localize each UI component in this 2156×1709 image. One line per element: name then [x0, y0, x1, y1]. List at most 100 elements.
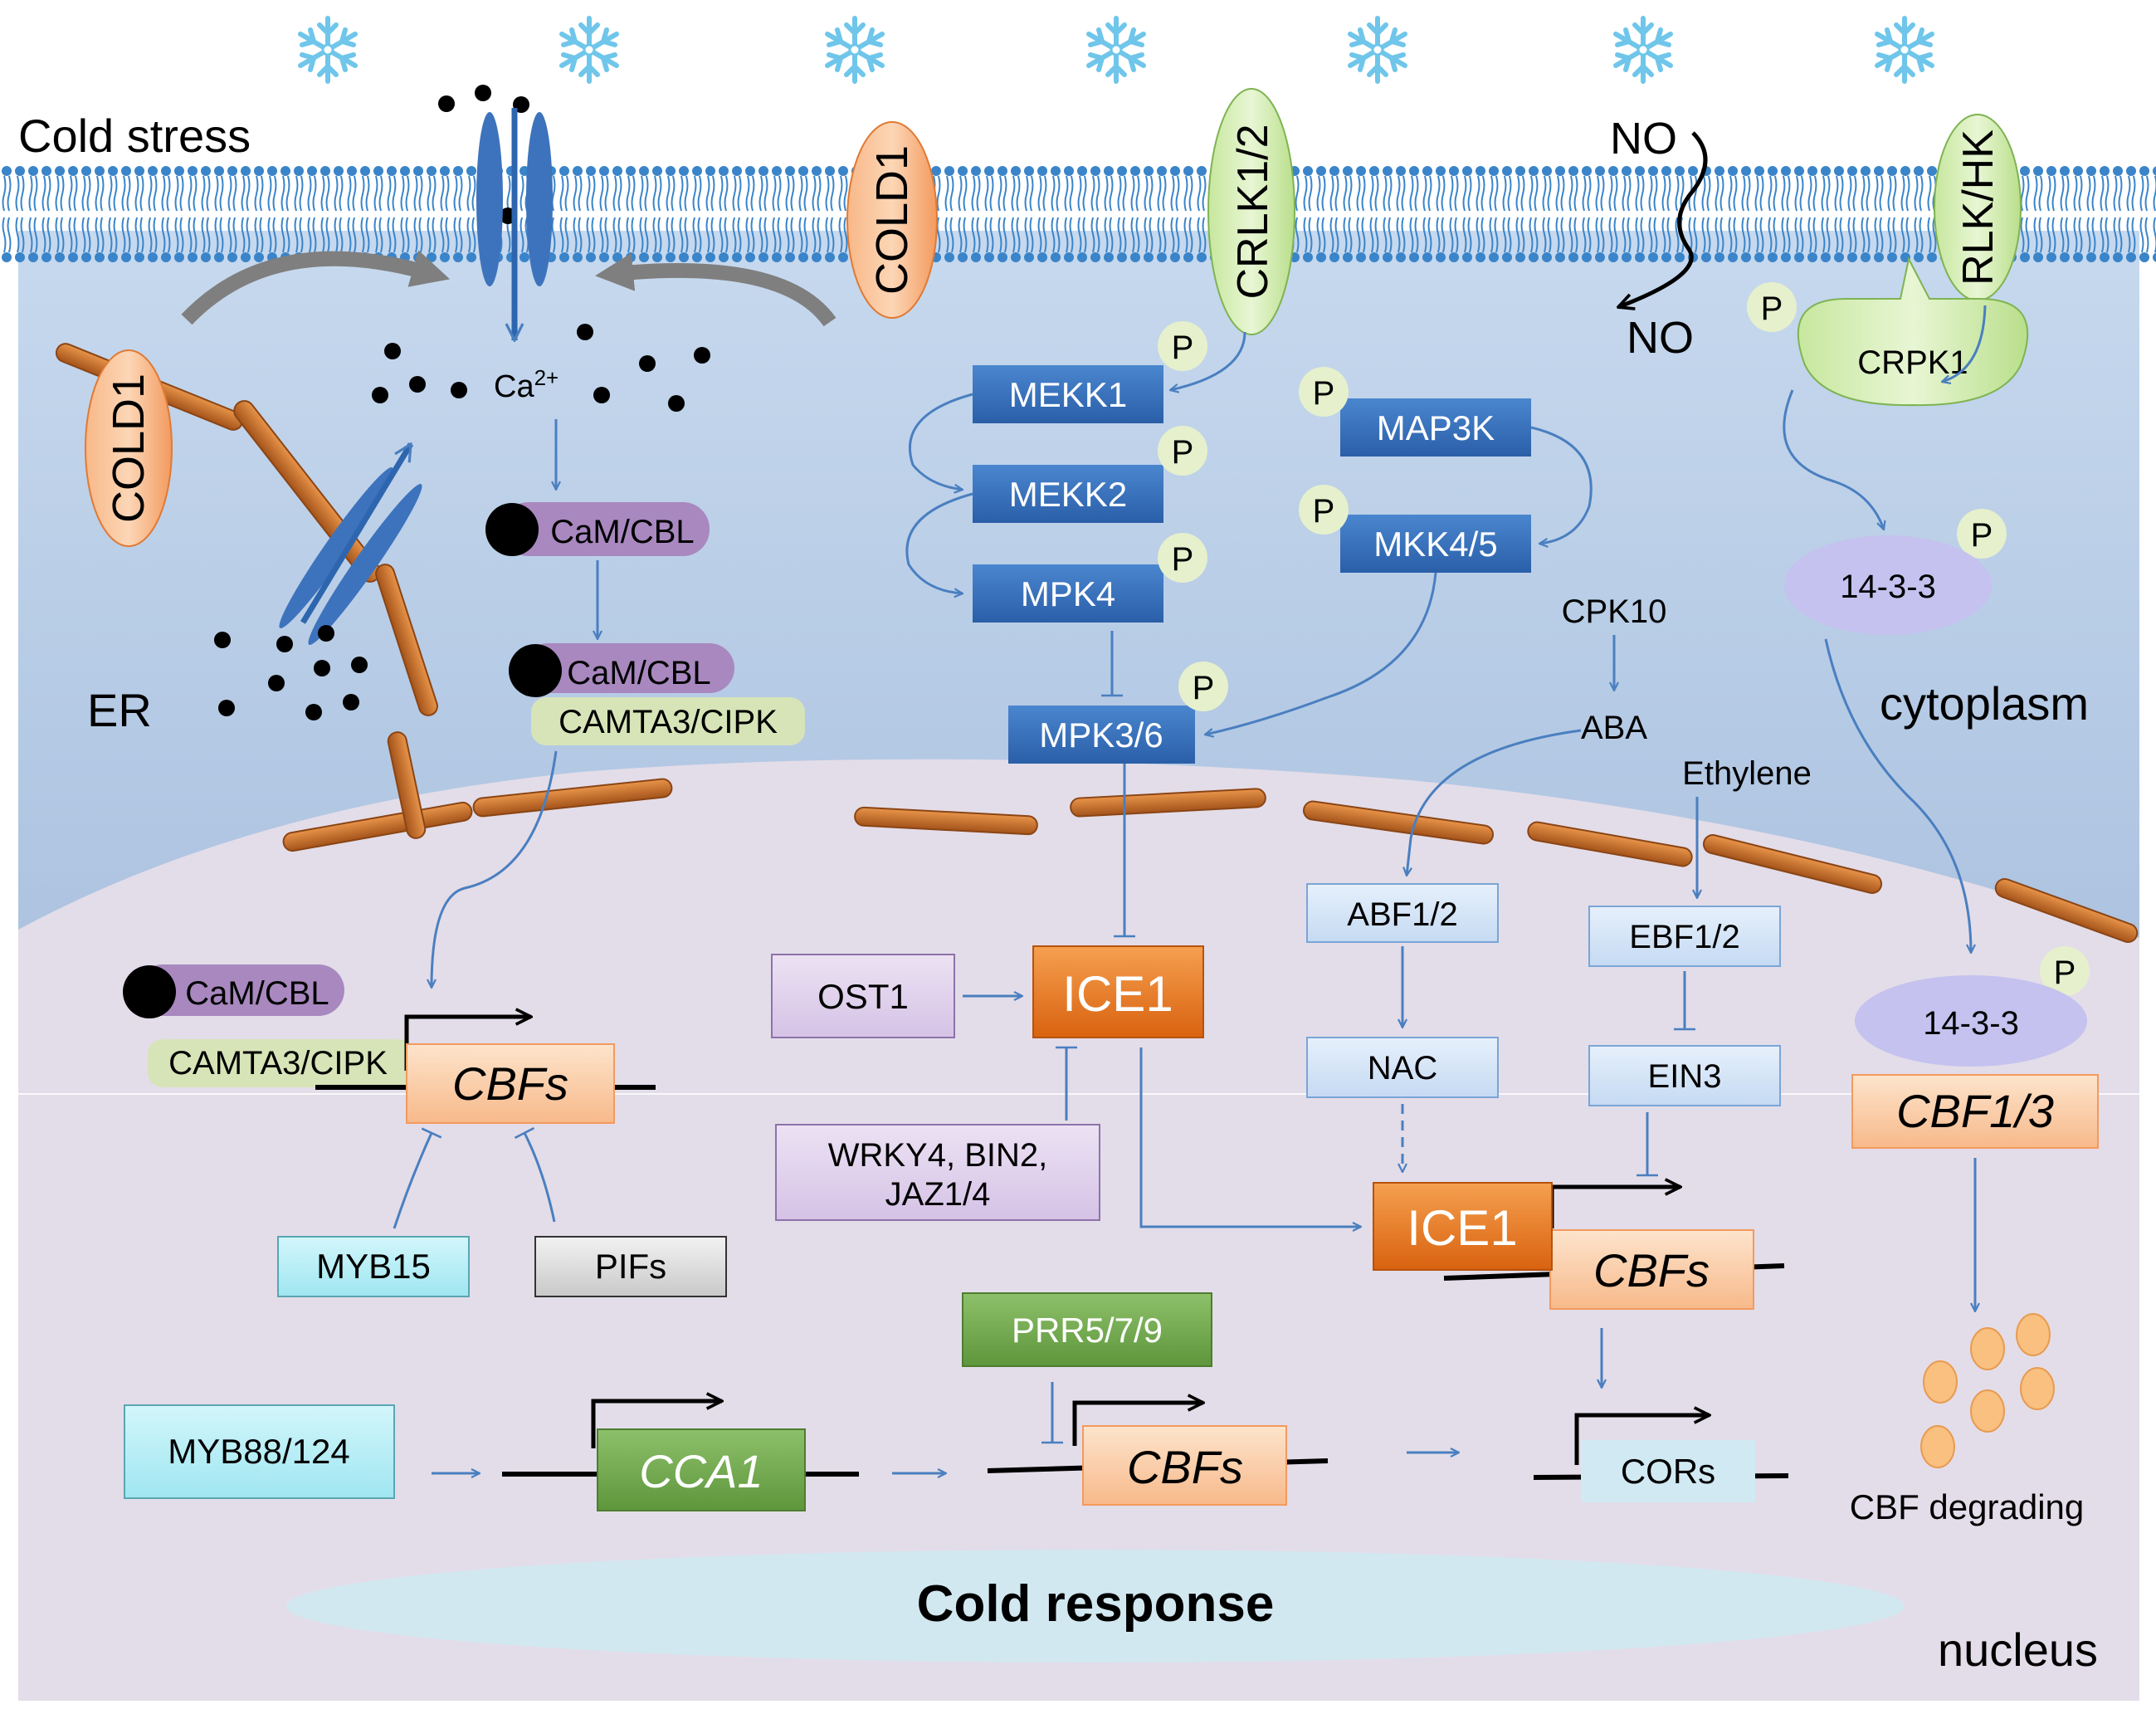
svg-text:14-3-3: 14-3-3 — [1840, 569, 1936, 605]
svg-text:EIN3: EIN3 — [1648, 1058, 1722, 1095]
ein3-box: EIN3 — [1588, 1045, 1781, 1106]
arrow-mekk2-to-mpk4 — [905, 492, 973, 593]
er-calcium-channel — [279, 444, 422, 645]
phospho-1433-top: P — [1957, 509, 2007, 559]
svg-text:P: P — [1971, 517, 1993, 554]
svg-text:MPK4: MPK4 — [1021, 574, 1115, 613]
pifs-box: PIFs — [534, 1236, 727, 1297]
mpk36-box: MPK3/6 — [1008, 706, 1195, 764]
arrow-ice1-to-ice1b — [1139, 1047, 1361, 1227]
crpk1-kinase: CRPK1 — [1797, 256, 2029, 407]
nuclear-envelope — [282, 778, 2139, 944]
arrow-rlk-to-crpk1 — [1942, 305, 1987, 382]
cpk10-label: CPK10 — [1562, 593, 1667, 630]
snowflake-icon — [562, 18, 617, 81]
phospho-mekk2: P — [1158, 426, 1207, 476]
svg-text:CBFs: CBFs — [452, 1057, 568, 1110]
svg-text:CCA1: CCA1 — [639, 1445, 763, 1497]
phospho-mkk45: P — [1299, 485, 1349, 535]
svg-text:CORs: CORs — [1621, 1452, 1715, 1491]
svg-text:PRR5/7/9: PRR5/7/9 — [1012, 1311, 1163, 1350]
svg-text:P: P — [1193, 670, 1215, 706]
no-label-top: NO — [1610, 114, 1677, 164]
mekk1-box: MEKK1 — [973, 365, 1163, 423]
ebf-box: EBF1/2 — [1588, 906, 1781, 967]
arrow-mkk45-to-mpk36 — [1205, 572, 1437, 735]
calcium-dots-er — [214, 625, 368, 720]
myb88-box: MYB88/124 — [124, 1404, 395, 1499]
snowflake-icon — [1089, 18, 1144, 81]
cytoplasm-label: cytoplasm — [1880, 677, 2089, 730]
svg-text:CaM/CBL: CaM/CBL — [185, 975, 329, 1012]
svg-text:P: P — [1172, 434, 1194, 471]
phospho-crpk1: P — [1747, 282, 1797, 332]
svg-text:CRPK1: CRPK1 — [1857, 344, 1968, 381]
cam-cbl-complex-2: CaM/CBL CAMTA3/CIPK — [509, 643, 805, 745]
1433-bottom: 14-3-3 — [1855, 975, 2087, 1067]
no-diffusion-arrow — [1618, 131, 1708, 307]
svg-text:OST1: OST1 — [817, 977, 909, 1016]
calcium-label: Ca2+ — [494, 365, 559, 404]
svg-text:CaM/CBL: CaM/CBL — [550, 514, 694, 550]
arrow-crpk1-to-1433 — [1783, 389, 1884, 530]
cbfs-mid-promoter: CBFs — [1443, 1187, 1785, 1310]
svg-text:P: P — [1313, 375, 1335, 412]
phospho-circles: P P P P P P P P P — [1158, 282, 2090, 996]
cca1-promoter: CCA1 — [502, 1401, 859, 1511]
mpk4-box: MPK4 — [973, 564, 1163, 623]
arrow-crlk-to-mekk1 — [1170, 331, 1246, 390]
arrow-camta-to-cbfs — [432, 750, 558, 988]
ethylene-label: Ethylene — [1682, 755, 1812, 792]
svg-text:PIFs: PIFs — [595, 1247, 666, 1286]
er-label: ER — [87, 684, 152, 736]
svg-text:CBFs: CBFs — [1593, 1244, 1710, 1296]
1433-top: 14-3-3 — [1784, 535, 1992, 635]
svg-text:MYB88/124: MYB88/124 — [168, 1432, 349, 1471]
cbfs-left-promoter: CBFs — [315, 1017, 656, 1124]
crlk-receptor: CRLK1/2 — [1207, 88, 1295, 335]
ost1-box: OST1 — [771, 954, 955, 1038]
svg-text:ABF1/2: ABF1/2 — [1347, 896, 1457, 933]
inhibit-pifs-cbfs — [514, 1126, 556, 1223]
snowflake-icon — [1877, 18, 1932, 81]
svg-text:P: P — [2054, 955, 2076, 991]
plasma-membrane — [0, 163, 2156, 266]
rlk-receptor: RLK/HK — [1934, 114, 2022, 301]
svg-text:14-3-3: 14-3-3 — [1923, 1005, 2019, 1042]
degradation-dots — [1920, 1313, 2055, 1468]
phospho-mekk1: P — [1158, 321, 1207, 371]
calcium-channel — [476, 108, 553, 340]
cold1-er: COLD1 — [85, 349, 173, 547]
snowflake-icons — [300, 18, 1932, 81]
snowflake-icon — [1350, 18, 1405, 81]
prr-box: PRR5/7/9 — [962, 1292, 1212, 1367]
cbf13-box: CBF1/3 — [1851, 1074, 2099, 1149]
arrow-mekk1-to-mekk2 — [908, 393, 973, 490]
cold-response-ellipse — [286, 1550, 1905, 1663]
phospho-mpk4: P — [1158, 533, 1207, 583]
feedback-arrow-right — [595, 252, 837, 327]
phospho-mpk36: P — [1178, 662, 1228, 711]
svg-text:MPK3/6: MPK3/6 — [1039, 715, 1163, 754]
svg-text:COLD1: COLD1 — [104, 374, 154, 523]
snowflake-icon — [1616, 18, 1671, 81]
cold1-plasma-membrane: COLD1 — [846, 121, 938, 319]
svg-text:CAMTA3/CIPK: CAMTA3/CIPK — [168, 1045, 388, 1082]
svg-text:P: P — [1761, 291, 1783, 327]
svg-text:COLD1: COLD1 — [867, 145, 917, 295]
feedback-arrow-left — [181, 250, 451, 325]
svg-text:P: P — [1313, 493, 1335, 530]
abf-box: ABF1/2 — [1306, 883, 1499, 943]
phospho-1433-bottom: P — [2040, 946, 2090, 996]
svg-text:ICE1: ICE1 — [1407, 1200, 1517, 1256]
svg-text:P: P — [1172, 541, 1194, 578]
svg-text:P: P — [1172, 330, 1194, 366]
snowflake-icon — [827, 18, 882, 81]
arrow-map3k-to-mkk45 — [1530, 426, 1593, 544]
mkk45-box: MKK4/5 — [1340, 515, 1531, 573]
svg-text:JAZ1/4: JAZ1/4 — [885, 1176, 991, 1213]
svg-text:CAMTA3/CIPK: CAMTA3/CIPK — [559, 704, 778, 740]
ice1-box: ICE1 — [1032, 945, 1204, 1038]
mekk2-box: MEKK2 — [973, 465, 1163, 523]
